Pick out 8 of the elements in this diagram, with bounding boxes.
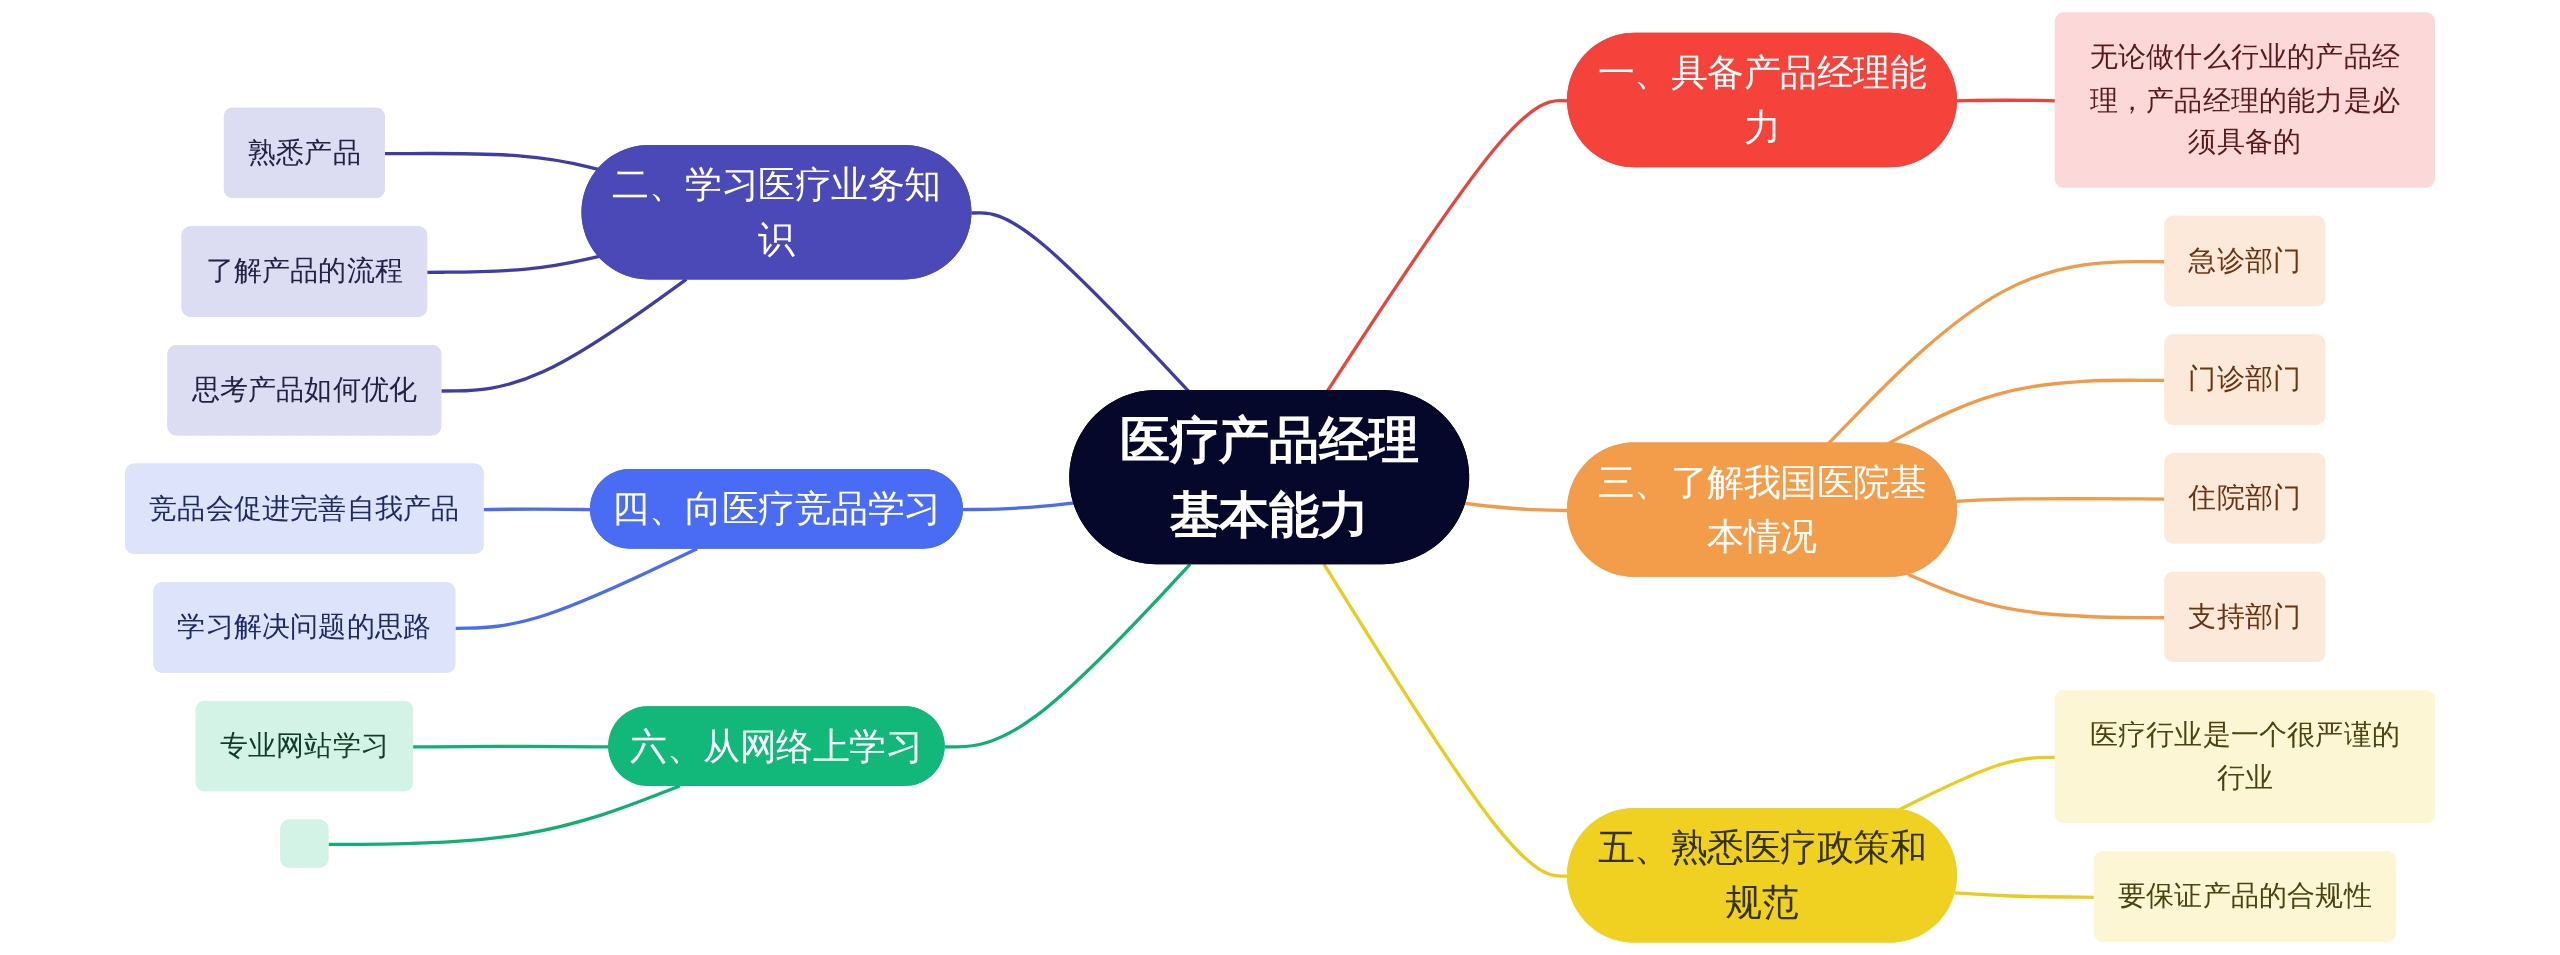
connector [384, 151, 600, 172]
connector [427, 254, 600, 274]
connector [944, 563, 1192, 749]
connector [441, 278, 688, 393]
connector [413, 744, 610, 749]
connector [962, 501, 1075, 512]
connector [455, 547, 698, 630]
connector [328, 784, 681, 847]
